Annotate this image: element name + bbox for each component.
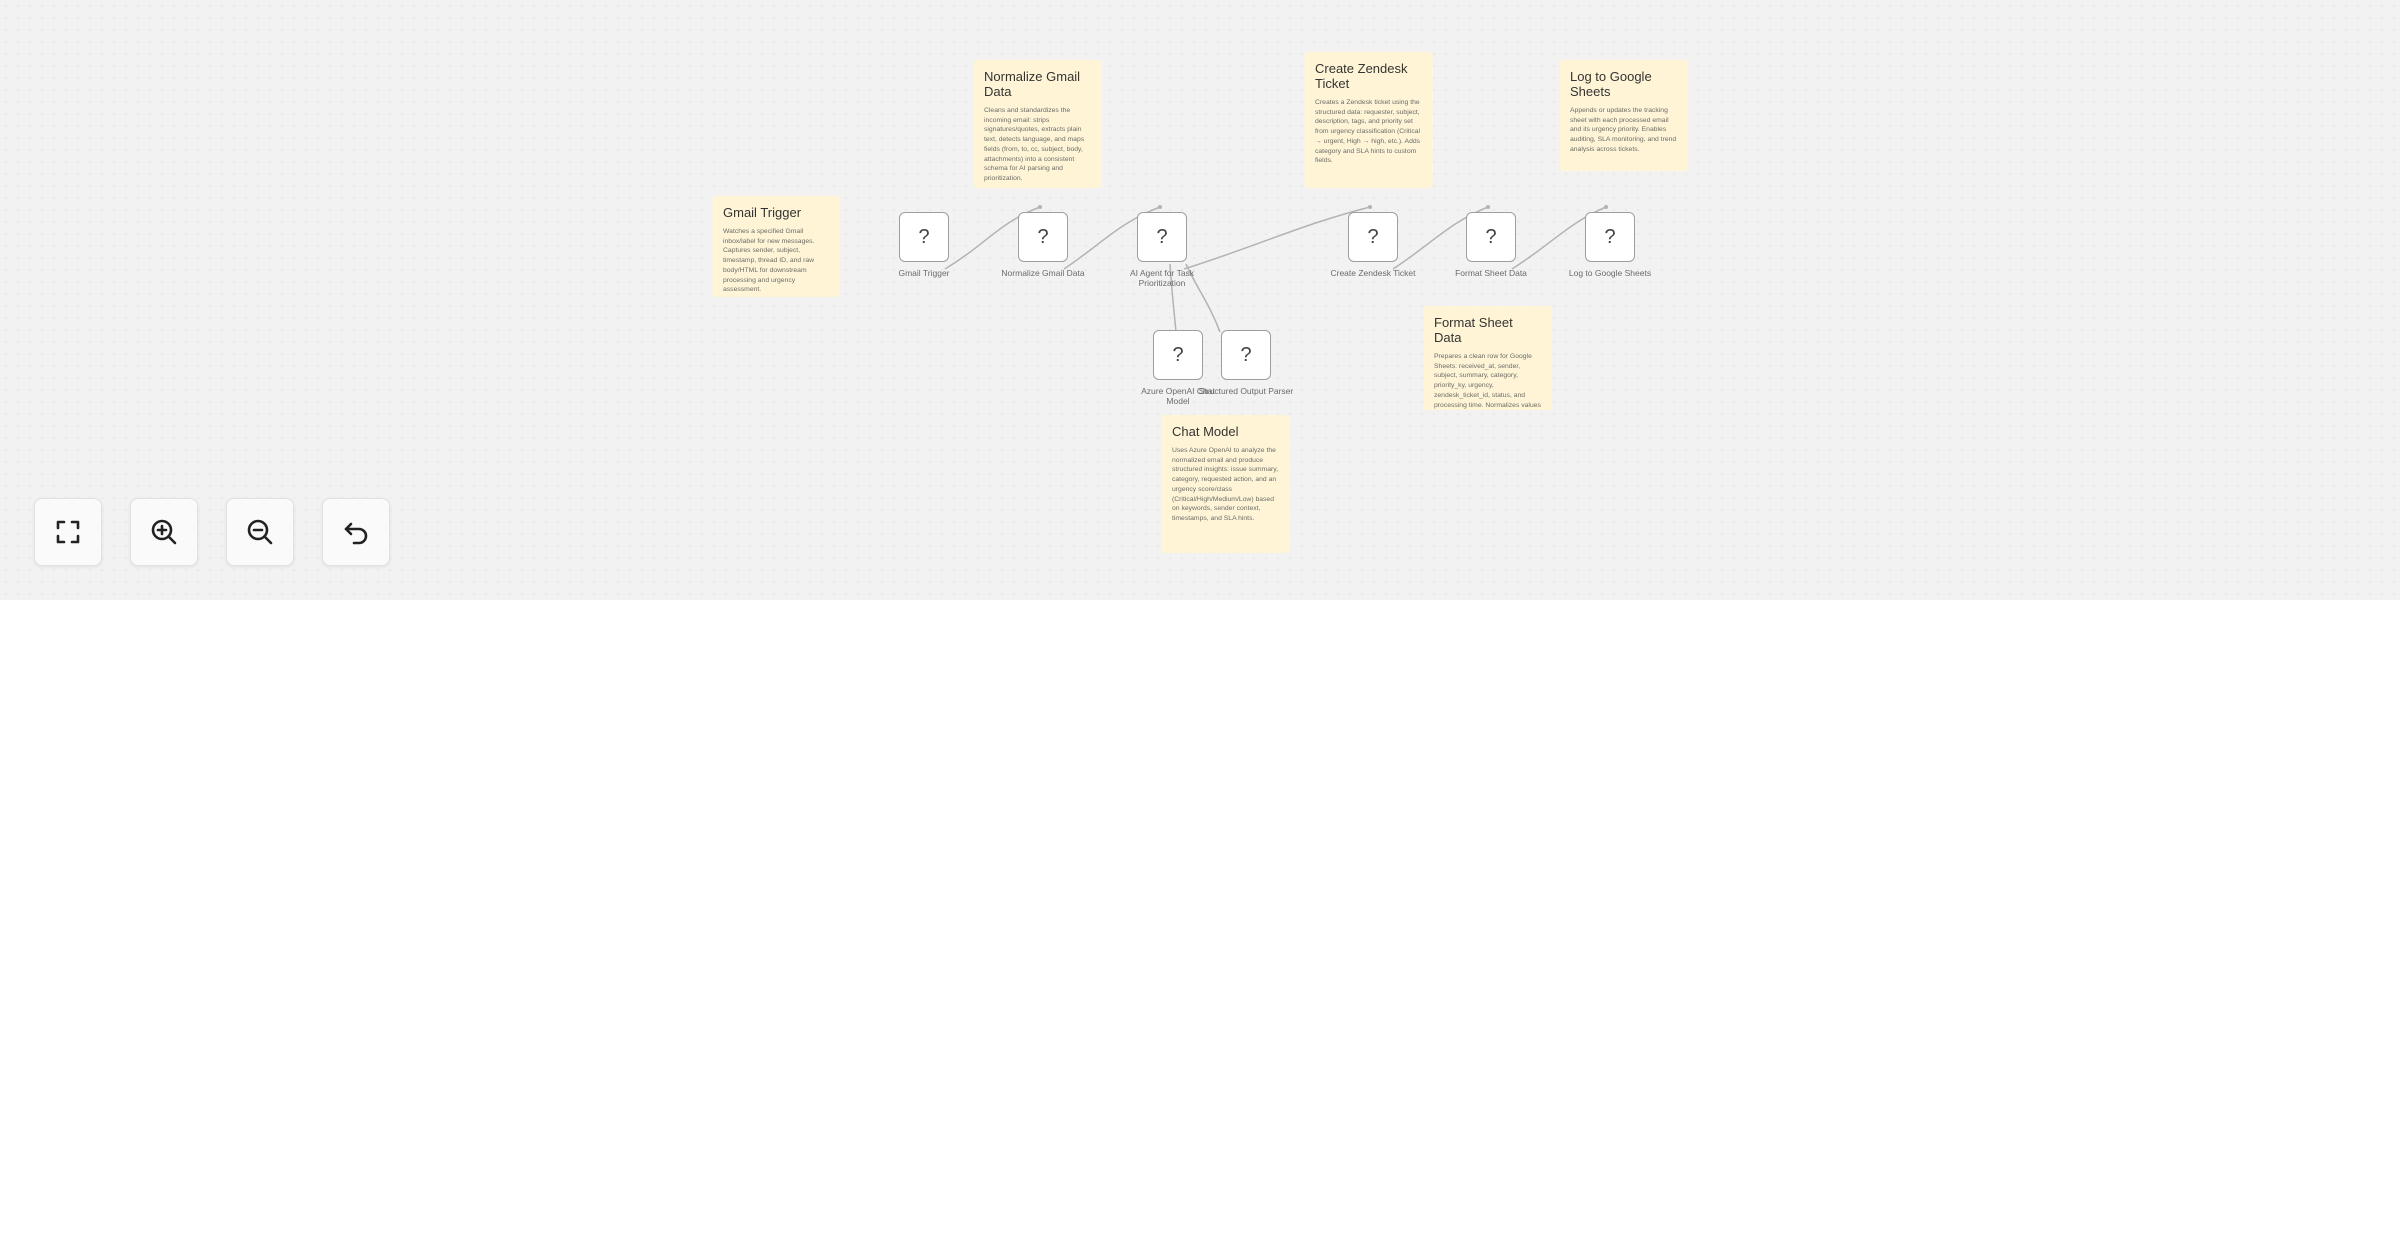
sticky-note-chat-model[interactable]: Chat Model Uses Azure OpenAI to analyze … bbox=[1162, 415, 1290, 553]
sticky-note-title: Chat Model bbox=[1172, 424, 1239, 439]
unknown-node-icon: ? bbox=[918, 226, 930, 248]
sticky-note-create-zendesk-ticket[interactable]: Create Zendesk Ticket Creates a Zendesk … bbox=[1305, 52, 1433, 188]
unknown-node-icon: ? bbox=[1240, 344, 1252, 366]
sticky-note-title: Create Zendesk Ticket bbox=[1315, 61, 1408, 91]
connection-output-parser-to-ai-agent bbox=[1185, 263, 1221, 333]
unknown-node-icon: ? bbox=[1604, 226, 1616, 248]
node-label-ai-agent: AI Agent for Task Prioritization bbox=[1129, 268, 1195, 288]
zoom-in-button[interactable] bbox=[130, 498, 198, 566]
node-label-format-sheet-data: Format Sheet Data bbox=[1455, 268, 1527, 278]
sticky-note-log-to-google-sheets[interactable]: Log to Google Sheets Appends or updates … bbox=[1560, 60, 1688, 171]
fullscreen-icon bbox=[56, 520, 80, 544]
unknown-node-icon: ? bbox=[1172, 344, 1184, 366]
connection-chat-model-to-ai-agent bbox=[1169, 263, 1177, 333]
unknown-node-icon: ? bbox=[1156, 226, 1168, 248]
node-label-normalize-gmail-data: Normalize Gmail Data bbox=[1001, 268, 1085, 278]
connection-port bbox=[1158, 205, 1162, 209]
node-format-sheet-data[interactable]: ? bbox=[1466, 212, 1516, 262]
workflow-canvas[interactable]: Gmail Trigger Watches a specified Gmail … bbox=[0, 0, 2400, 600]
reset-view-button[interactable] bbox=[322, 498, 390, 566]
node-ai-agent[interactable]: ? bbox=[1137, 212, 1187, 262]
node-label-gmail-trigger: Gmail Trigger bbox=[898, 268, 950, 278]
sticky-note-body: Watches a specified Gmail inbox/label fo… bbox=[723, 228, 815, 294]
zoom-out-icon bbox=[247, 519, 273, 545]
unknown-node-icon: ? bbox=[1485, 226, 1497, 248]
node-gmail-trigger[interactable]: ? bbox=[899, 212, 949, 262]
unknown-node-icon: ? bbox=[1037, 226, 1049, 248]
zoom-out-button[interactable] bbox=[226, 498, 294, 566]
sticky-note-title: Normalize Gmail Data bbox=[984, 69, 1081, 99]
sticky-note-format-sheet-data[interactable]: Format Sheet Data Prepares a clean row f… bbox=[1424, 306, 1552, 410]
sticky-note-title: Gmail Trigger bbox=[723, 205, 802, 220]
connection-port bbox=[1368, 205, 1372, 209]
sticky-note-body: Cleans and standardizes the incoming ema… bbox=[984, 107, 1085, 182]
unknown-node-icon: ? bbox=[1367, 226, 1379, 248]
node-log-to-google-sheets[interactable]: ? bbox=[1585, 212, 1635, 262]
sticky-note-body: Appends or updates the tracking sheet wi… bbox=[1570, 107, 1677, 153]
zoom-in-icon bbox=[151, 519, 177, 545]
sticky-note-gmail-trigger[interactable]: Gmail Trigger Watches a specified Gmail … bbox=[713, 196, 840, 297]
node-normalize-gmail-data[interactable]: ? bbox=[1018, 212, 1068, 262]
undo-icon bbox=[344, 522, 368, 545]
node-label-azure-openai-chat-model: Azure OpenAI Chat Model bbox=[1141, 386, 1215, 406]
sticky-note-body: Prepares a clean row for Google Sheets: … bbox=[1434, 353, 1541, 409]
node-create-zendesk-ticket[interactable]: ? bbox=[1348, 212, 1398, 262]
connection-port bbox=[1486, 205, 1490, 209]
sticky-note-title: Log to Google Sheets bbox=[1570, 69, 1652, 99]
connection-ai-agent-to-zendesk bbox=[1183, 206, 1371, 270]
node-label-structured-output-parser: Structured Output Parser bbox=[1198, 386, 1294, 396]
sticky-note-normalize-gmail-data[interactable]: Normalize Gmail Data Cleans and standard… bbox=[974, 60, 1102, 188]
node-label-create-zendesk-ticket: Create Zendesk Ticket bbox=[1330, 268, 1416, 278]
node-azure-openai-chat-model[interactable]: ? bbox=[1153, 330, 1203, 380]
workflow-connections bbox=[944, 205, 1608, 333]
fit-view-button[interactable] bbox=[34, 498, 102, 566]
sticky-note-body: Uses Azure OpenAI to analyze the normali… bbox=[1172, 447, 1279, 522]
sticky-note-title: Format Sheet Data bbox=[1434, 315, 1513, 345]
node-structured-output-parser[interactable]: ? bbox=[1221, 330, 1271, 380]
node-label-log-to-google-sheets: Log to Google Sheets bbox=[1568, 268, 1652, 278]
sticky-note-body: Creates a Zendesk ticket using the struc… bbox=[1315, 99, 1421, 165]
connection-port bbox=[1038, 205, 1042, 209]
connection-port bbox=[1604, 205, 1608, 209]
